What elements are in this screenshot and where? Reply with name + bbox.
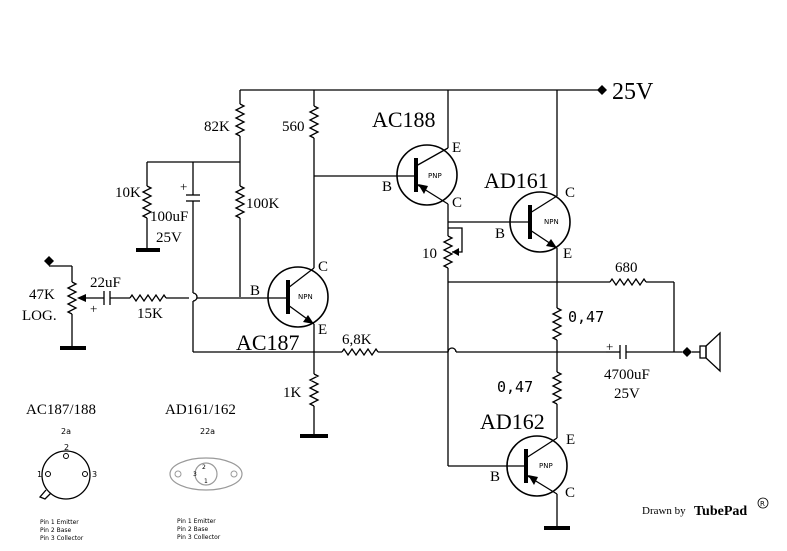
svg-text:PNP: PNP xyxy=(428,172,442,180)
svg-text:4700uF: 4700uF xyxy=(604,367,650,383)
resistor-560: 560 xyxy=(282,90,320,268)
resistor-047-upper: 0,47 xyxy=(551,306,604,372)
ac188-label: AC188 xyxy=(372,107,436,132)
svg-text:10K: 10K xyxy=(115,185,141,201)
capacitor-4700uf: + 4700uF 25V xyxy=(604,339,682,402)
resistor-82k: 82K xyxy=(204,90,246,162)
svg-text:100uF: 100uF xyxy=(150,209,188,225)
svg-text:+: + xyxy=(90,301,97,316)
svg-text:82K: 82K xyxy=(204,119,230,135)
svg-text:+: + xyxy=(180,179,187,194)
supply-voltage-label: 25V xyxy=(612,79,654,105)
capacitor-100uf: + 100uF 25V xyxy=(150,162,200,352)
svg-text:0,47: 0,47 xyxy=(497,378,533,396)
ad162-label: AD162 xyxy=(480,409,545,434)
svg-text:PNP: PNP xyxy=(539,462,553,470)
svg-text:680: 680 xyxy=(615,260,638,276)
speaker-icon xyxy=(682,331,721,373)
svg-text:1: 1 xyxy=(37,470,42,479)
pinout-legend-ac: AC187/188 2a 2 1 3 Pin 1 Emitter Pin 2 B… xyxy=(26,402,97,542)
svg-text:Pin 3 Collector: Pin 3 Collector xyxy=(40,535,84,542)
svg-text:TubePad: TubePad xyxy=(694,504,747,519)
svg-text:R: R xyxy=(760,500,765,508)
trimmer-10: 10 xyxy=(422,227,463,466)
svg-text:100K: 100K xyxy=(246,196,280,212)
svg-text:Pin 3 Collector: Pin 3 Collector xyxy=(177,534,221,541)
svg-text:3: 3 xyxy=(193,471,197,478)
svg-text:25V: 25V xyxy=(614,386,640,402)
svg-text:25V: 25V xyxy=(156,230,182,246)
credit-logo: Drawn by TubePad R xyxy=(642,497,769,519)
svg-text:3: 3 xyxy=(92,470,97,479)
svg-text:15K: 15K xyxy=(137,306,163,322)
svg-text:2: 2 xyxy=(64,443,69,452)
resistor-100k: 100K xyxy=(234,162,280,297)
svg-text:Pin 1 Emitter: Pin 1 Emitter xyxy=(40,519,79,526)
svg-text:B: B xyxy=(250,283,260,299)
svg-text:6,8K: 6,8K xyxy=(342,332,372,348)
svg-text:C: C xyxy=(318,259,328,275)
svg-text:C: C xyxy=(452,195,462,211)
svg-text:Pin 2 Base: Pin 2 Base xyxy=(177,526,209,533)
ac187-label: AC187 xyxy=(236,330,300,355)
supply-rail: 25V xyxy=(240,79,654,105)
transistor-ac188: PNP B E C AC188 xyxy=(372,90,462,228)
transistor-ad161: NPN B C E AD161 xyxy=(484,90,575,306)
svg-text:47K: 47K xyxy=(29,287,55,303)
svg-text:Pin 2 Base: Pin 2 Base xyxy=(40,527,72,534)
svg-text:2: 2 xyxy=(202,464,206,471)
svg-text:LOG.: LOG. xyxy=(22,308,57,324)
svg-text:AC187/188: AC187/188 xyxy=(26,402,96,418)
resistor-680: 680 xyxy=(448,260,675,352)
svg-text:E: E xyxy=(563,246,572,262)
svg-text:NPN: NPN xyxy=(298,293,313,301)
pinout-legend-ad: AD161/162 22a 2 3 1 Pin 1 Emitter Pin 2 … xyxy=(165,402,243,541)
svg-text:B: B xyxy=(495,226,505,242)
svg-text:10: 10 xyxy=(422,246,437,262)
capacitor-22uf: + 22uF xyxy=(86,275,130,316)
transistor-ad162: PNP B E C AD162 xyxy=(448,409,575,530)
svg-text:NPN: NPN xyxy=(544,218,559,226)
transistor-ac187: NPN B C E AC187 xyxy=(236,259,329,355)
svg-text:E: E xyxy=(452,140,461,156)
resistor-047-lower: 0,47 xyxy=(497,371,563,438)
resistor-15k: 15K xyxy=(129,293,270,322)
svg-text:1K: 1K xyxy=(283,385,302,401)
resistor-6k8: 6,8K xyxy=(193,332,606,357)
svg-text:1: 1 xyxy=(204,478,208,485)
svg-text:Pin 1 Emitter: Pin 1 Emitter xyxy=(177,518,216,525)
svg-text:560: 560 xyxy=(282,119,305,135)
svg-text:B: B xyxy=(382,179,392,195)
svg-text:C: C xyxy=(565,485,575,501)
svg-text:Drawn by: Drawn by xyxy=(642,505,686,517)
svg-text:0,47: 0,47 xyxy=(568,308,604,326)
svg-text:E: E xyxy=(318,322,327,338)
svg-text:C: C xyxy=(565,185,575,201)
svg-text:22uF: 22uF xyxy=(90,275,121,291)
svg-text:AD161/162: AD161/162 xyxy=(165,402,236,418)
svg-text:+: + xyxy=(606,339,613,354)
resistor-10k: 10K xyxy=(115,162,160,252)
svg-text:2a: 2a xyxy=(61,427,71,436)
svg-text:E: E xyxy=(566,432,575,448)
svg-text:22a: 22a xyxy=(200,427,215,436)
potentiometer-47k: 47K LOG. xyxy=(22,256,86,350)
resistor-1k: 1K xyxy=(283,352,328,438)
ad161-label: AD161 xyxy=(484,168,549,193)
svg-text:B: B xyxy=(490,469,500,485)
